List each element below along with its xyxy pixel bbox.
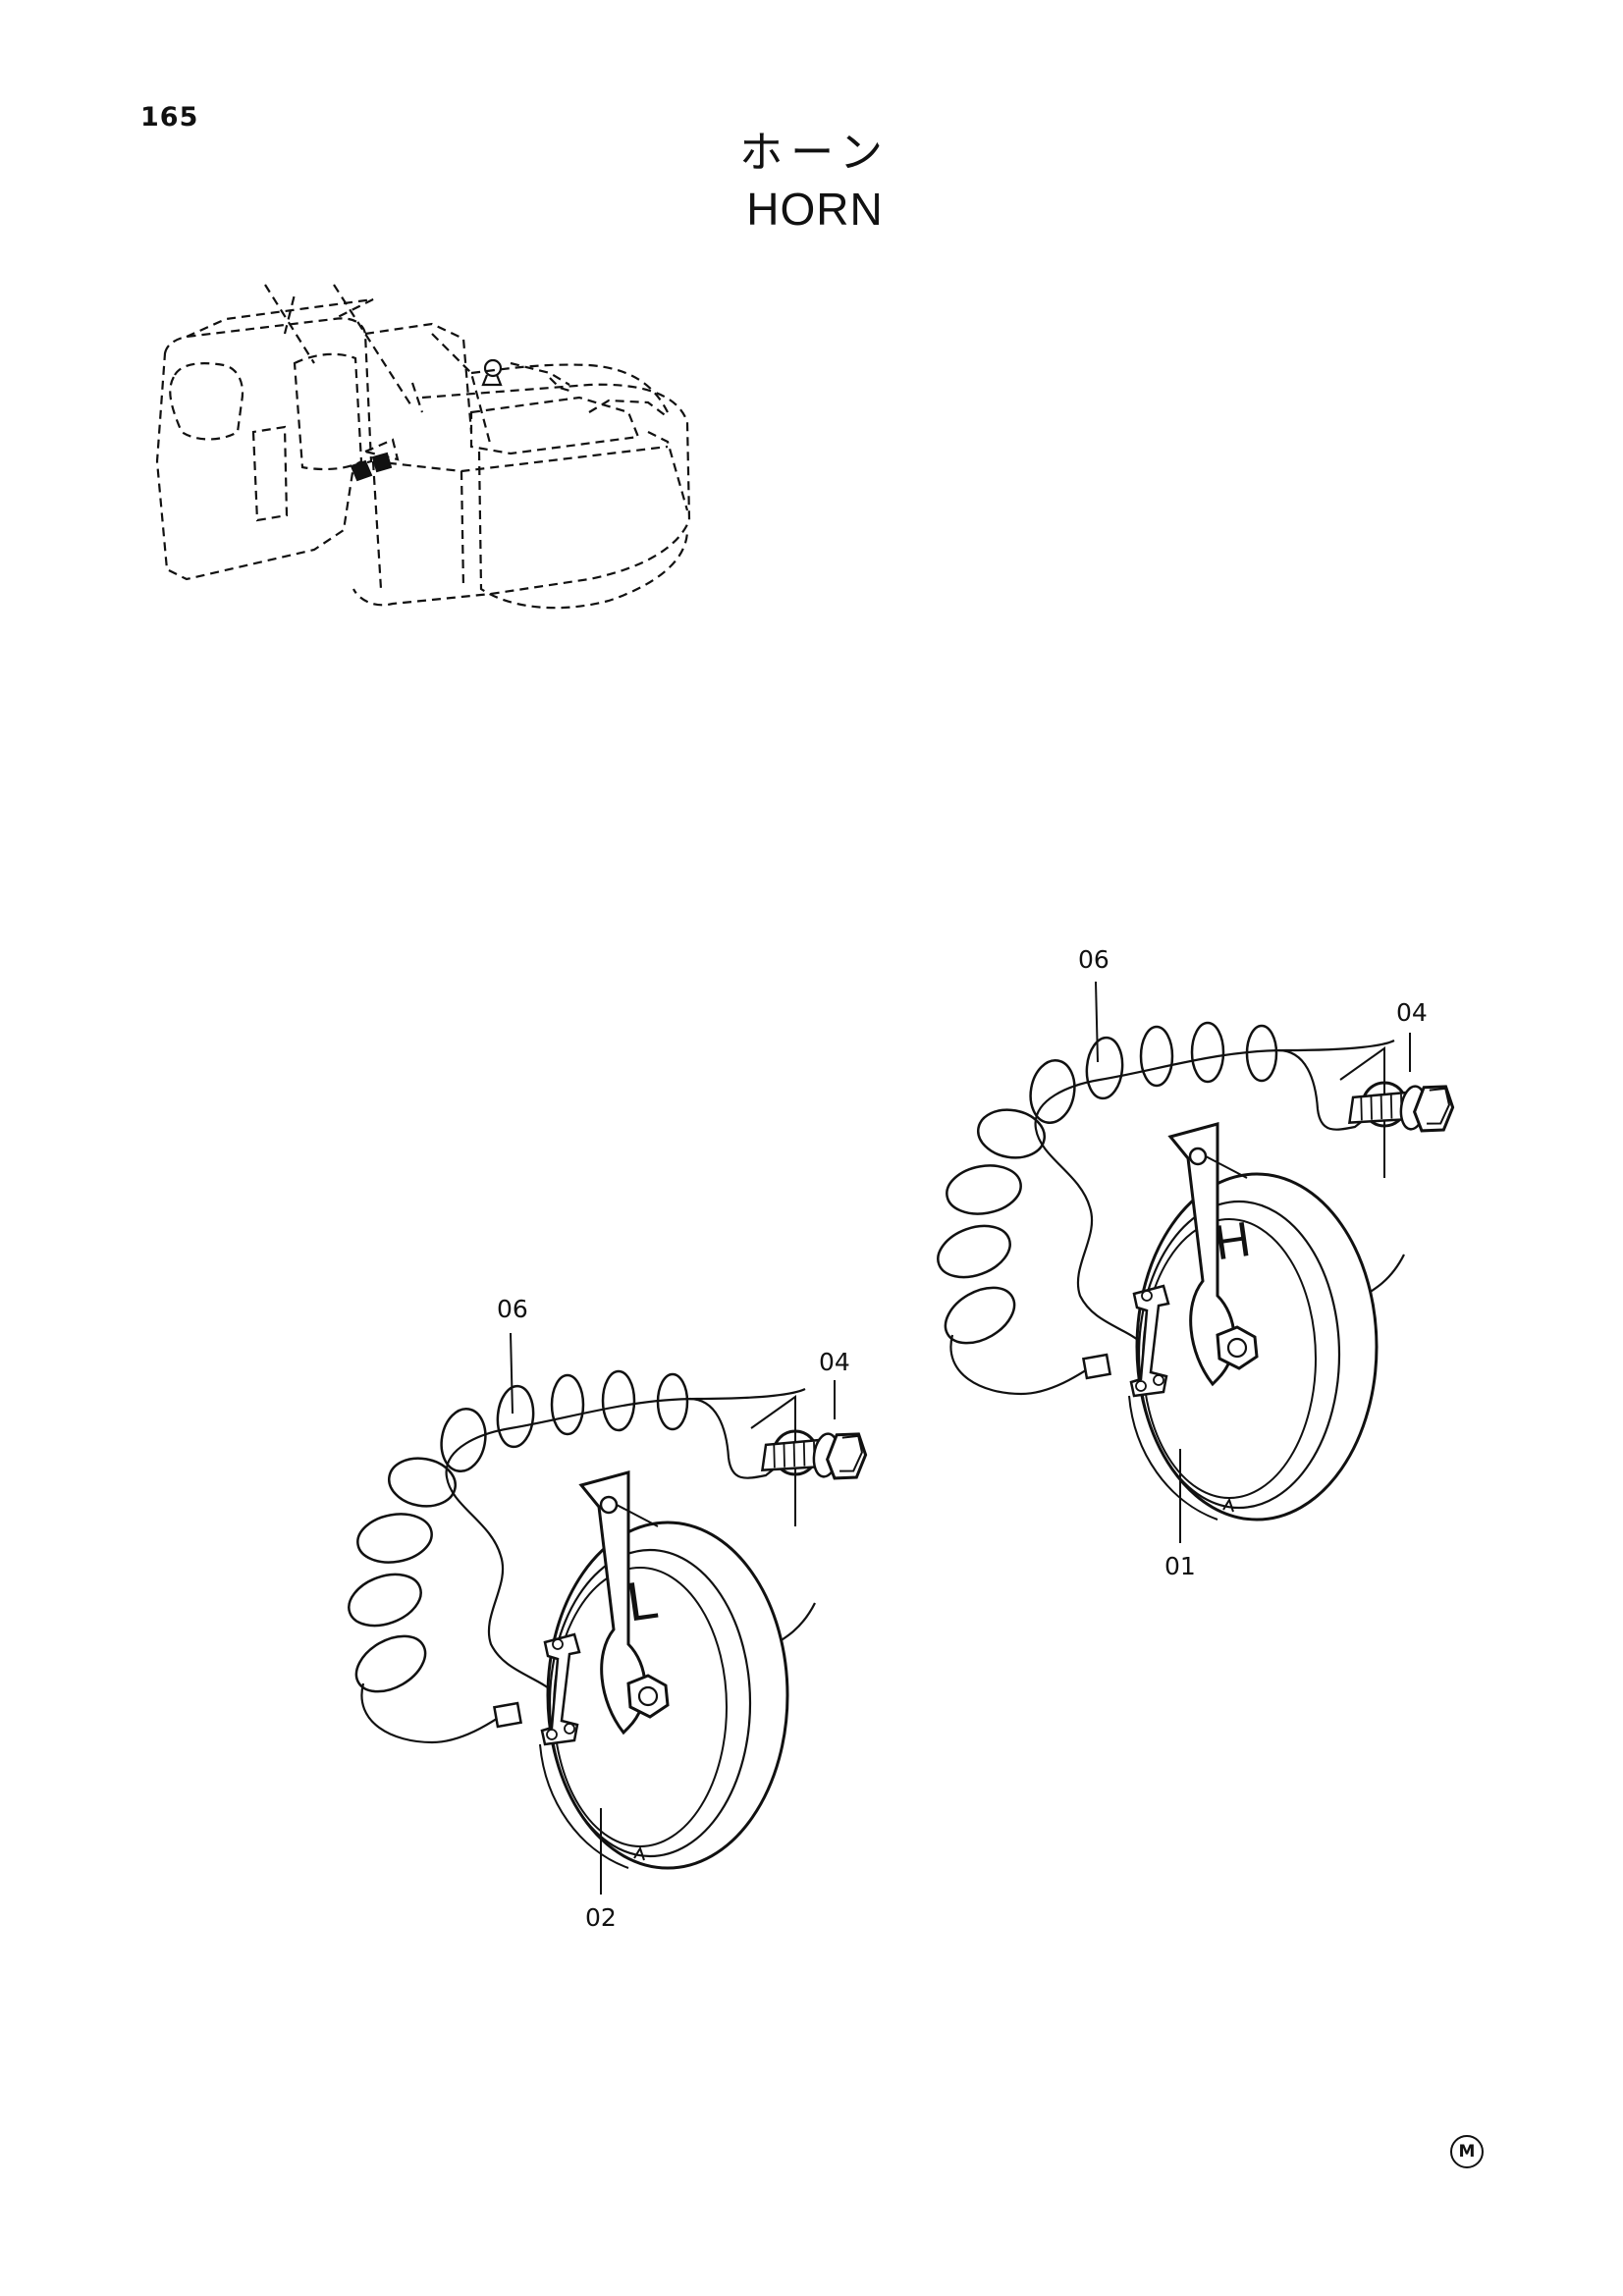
page-number: 165 (140, 102, 199, 133)
title-block: ホーン HORN (609, 126, 1021, 238)
cab-mirror-icon (481, 358, 503, 387)
leader-lines-lower (510, 1332, 836, 1895)
callout-lower-horn: 02 (585, 1903, 617, 1932)
leader-lines-upper (1095, 981, 1411, 1543)
flange-bolt-icon (1347, 1072, 1457, 1139)
excavator-outline-icon (155, 284, 691, 610)
callout-lower-bolt: 04 (819, 1348, 850, 1376)
horn-icon (929, 1021, 1408, 1522)
callout-upper-bolt: 04 (1396, 998, 1428, 1027)
flange-bolt-icon (760, 1419, 870, 1486)
horn-letter-upper: H (1212, 1211, 1255, 1270)
corner-mark: M (1450, 2135, 1484, 2168)
horn-icon (340, 1369, 819, 1870)
title-japanese: ホーン (739, 128, 891, 178)
horn-location-icon (350, 452, 393, 482)
callout-upper-horn: 01 (1164, 1552, 1196, 1580)
title-english: HORN (746, 184, 884, 235)
callout-upper-wire: 06 (1078, 945, 1109, 974)
callout-lower-wire: 06 (497, 1295, 528, 1323)
